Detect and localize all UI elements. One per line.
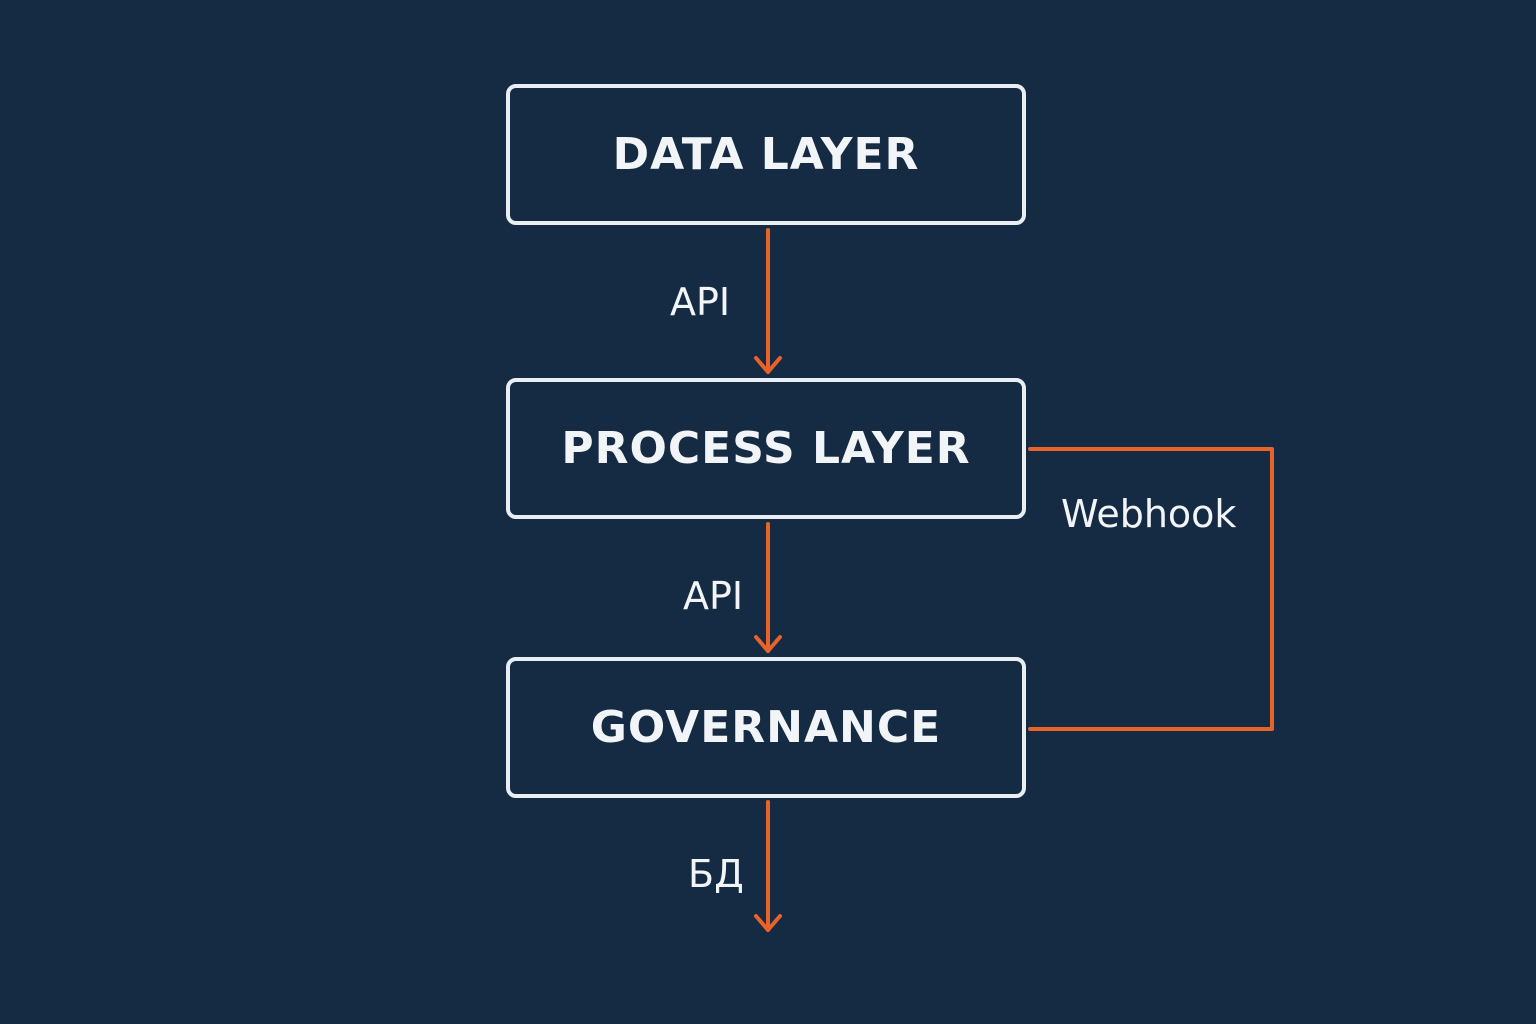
node-process-layer: PROCESS LAYER: [506, 378, 1026, 519]
edge-process-to-governance-arrowhead: [754, 635, 782, 653]
node-governance-label: GOVERNANCE: [590, 702, 942, 753]
edge-label-api-1: API: [670, 280, 731, 324]
node-governance: GOVERNANCE: [506, 657, 1026, 798]
edge-governance-to-db-arrowhead: [754, 914, 782, 932]
edge-label-api-2: API: [683, 574, 744, 618]
edge-label-db: БД: [688, 852, 744, 896]
node-data-layer: DATA LAYER: [506, 84, 1026, 225]
node-process-layer-label: PROCESS LAYER: [561, 423, 971, 474]
edge-label-webhook: Webhook: [1061, 492, 1237, 536]
edge-data-to-process-arrowhead: [754, 356, 782, 374]
edge-webhook-loop: [1028, 447, 1274, 731]
node-data-layer-label: DATA LAYER: [612, 129, 920, 180]
